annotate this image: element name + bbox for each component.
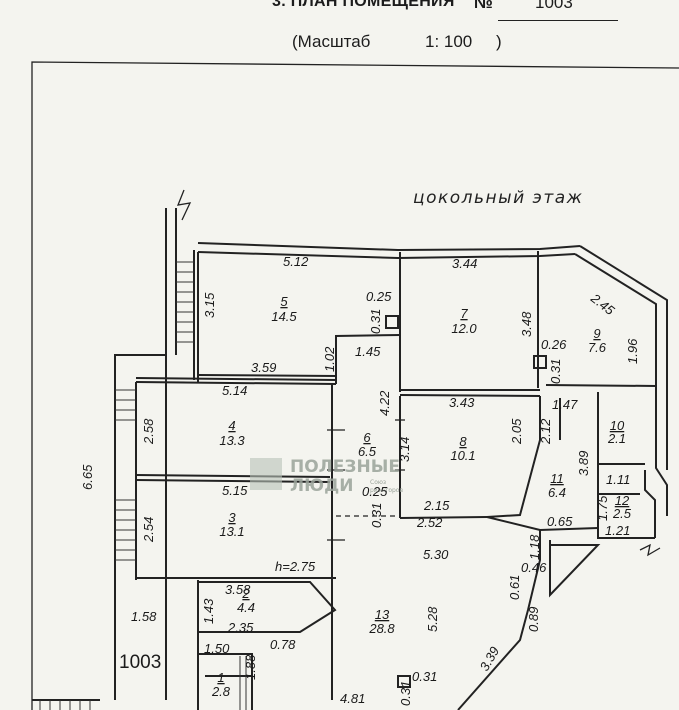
dim-0-31e: 0.31 xyxy=(398,681,413,706)
dim-3-58: 3.58 xyxy=(225,582,251,597)
scale-label: (Масштаб xyxy=(292,32,371,51)
room-2-number: 2 xyxy=(241,586,250,601)
dim-4-22: 4.22 xyxy=(377,390,392,416)
dim-5-14: 5.14 xyxy=(222,383,247,398)
dim-0-46: 0.46 xyxy=(521,560,547,575)
dim-5-28: 5.28 xyxy=(425,606,440,632)
dimension-labels: 5.12 3.44 2.45 3.15 0.25 0.31 3.48 0.26 … xyxy=(80,254,640,706)
room-3-number: 3 xyxy=(228,510,236,525)
dim-2-15: 2.15 xyxy=(423,498,450,513)
dim-3-43: 3.43 xyxy=(449,395,475,410)
room-1-number: 1 xyxy=(217,670,224,685)
dim-6-65: 6.65 xyxy=(80,464,95,490)
dim-0-25b: 0.25 xyxy=(362,484,388,499)
watermark-line2: ЛЮДИ xyxy=(290,476,353,496)
dim-3-44: 3.44 xyxy=(452,256,477,271)
watermark: ПОЛЕЗНЫЕ ЛЮДИ Союз риэлторов xyxy=(250,457,403,496)
stair-hatching xyxy=(39,261,247,710)
dim-0-78: 0.78 xyxy=(270,637,296,652)
plan-title: 3. ПЛАН ПОМЕЩЕНИЯ xyxy=(272,0,455,10)
room-7-number: 7 xyxy=(460,306,468,321)
dim-1-43: 1.43 xyxy=(201,598,216,624)
watermark-small2: риэлторов xyxy=(370,487,403,494)
dim-0-26: 0.26 xyxy=(541,337,567,352)
dim-5-15: 5.15 xyxy=(222,483,248,498)
dim-0-31d: 0.31 xyxy=(412,669,437,684)
room-7-area: 12.0 xyxy=(451,321,477,336)
room-12-number: 12 xyxy=(615,493,630,508)
dim-0-25a: 0.25 xyxy=(366,289,392,304)
dim-1-47: 1.47 xyxy=(552,397,578,412)
dim-2-45: 2.45 xyxy=(587,290,618,318)
number-underline xyxy=(498,20,618,21)
room-13-area: 28.8 xyxy=(368,621,395,636)
dim-0-65: 0.65 xyxy=(547,514,573,529)
dim-2-12: 2.12 xyxy=(538,418,553,445)
dim-0-31a: 0.31 xyxy=(368,309,383,334)
watermark-logo-icon xyxy=(250,458,282,490)
dim-5-12: 5.12 xyxy=(283,254,309,269)
dim-0-31b: 0.31 xyxy=(548,359,563,384)
dim-4-81: 4.81 xyxy=(340,691,365,706)
dim-3-48: 3.48 xyxy=(519,311,534,337)
room-11-area: 6.4 xyxy=(548,485,566,500)
room-4-area: 13.3 xyxy=(219,433,245,448)
room-5-area: 14.5 xyxy=(271,309,297,324)
room-9-area: 7.6 xyxy=(588,340,607,355)
dim-1-75: 1.75 xyxy=(595,495,610,521)
dim-2-05: 2.05 xyxy=(509,418,524,445)
dim-1-96: 1.96 xyxy=(625,338,640,364)
dim-3-59: 3.59 xyxy=(251,360,276,375)
dim-0-89: 0.89 xyxy=(526,607,541,632)
dim-5-30: 5.30 xyxy=(423,547,449,562)
scale-close-paren: ) xyxy=(496,32,502,51)
apartment-label: 1003 xyxy=(119,652,161,673)
dim-0-61: 0.61 xyxy=(507,575,522,600)
floor-label: цокольный этаж xyxy=(413,188,583,208)
number-sign: № xyxy=(474,0,493,12)
room-5-number: 5 xyxy=(280,294,288,309)
dim-3-39: 3.39 xyxy=(477,644,503,673)
dim-2-35: 2.35 xyxy=(227,620,254,635)
dim-3-15: 3.15 xyxy=(202,292,217,318)
room-11-number: 11 xyxy=(550,471,564,486)
premise-number: 1003 xyxy=(535,0,573,12)
dim-1-88: 1.88 xyxy=(243,654,258,680)
ceiling-height: h=2.75 xyxy=(275,559,316,574)
room-12-area: 2.5 xyxy=(612,506,632,521)
dim-2-54: 2.54 xyxy=(141,517,156,543)
dim-3-89: 3.89 xyxy=(576,451,591,476)
dim-1-18: 1.18 xyxy=(527,534,542,560)
room-2-area: 4.4 xyxy=(237,600,255,615)
scale-ratio: 1: 100 xyxy=(425,32,473,51)
dim-1-45: 1.45 xyxy=(355,344,381,359)
room-1-area: 2.8 xyxy=(211,684,231,699)
watermark-line1: ПОЛЕЗНЫЕ xyxy=(290,457,400,477)
walls xyxy=(32,208,668,710)
dim-1-58: 1.58 xyxy=(131,609,157,624)
room-8-number: 8 xyxy=(459,434,467,449)
room-8-area: 10.1 xyxy=(450,448,475,463)
room-6-number: 6 xyxy=(363,430,371,445)
dim-1-11: 1.11 xyxy=(606,472,630,487)
dim-0-31c: 0.31 xyxy=(369,503,384,528)
room-13-number: 13 xyxy=(375,607,390,622)
dim-1-21: 1.21 xyxy=(605,523,630,538)
dim-1-02: 1.02 xyxy=(322,346,337,372)
room-4-number: 4 xyxy=(228,418,235,433)
room-labels: 5 14.5 7 12.0 9 7.6 4 13.3 6 6.5 8 10.1 … xyxy=(211,294,632,699)
room-6-area: 6.5 xyxy=(358,444,377,459)
break-marks xyxy=(176,189,661,557)
room-3-area: 13.1 xyxy=(219,524,244,539)
dim-3-14: 3.14 xyxy=(397,437,412,462)
drawing-frame xyxy=(31,61,679,710)
room-10-number: 10 xyxy=(610,418,625,433)
room-9-number: 9 xyxy=(593,326,600,341)
dim-2-58: 2.58 xyxy=(141,418,156,445)
dim-2-52: 2.52 xyxy=(416,515,443,530)
watermark-small1: Союз xyxy=(370,479,386,486)
room-10-area: 2.1 xyxy=(607,431,626,446)
dim-1-50: 1.50 xyxy=(204,641,230,656)
